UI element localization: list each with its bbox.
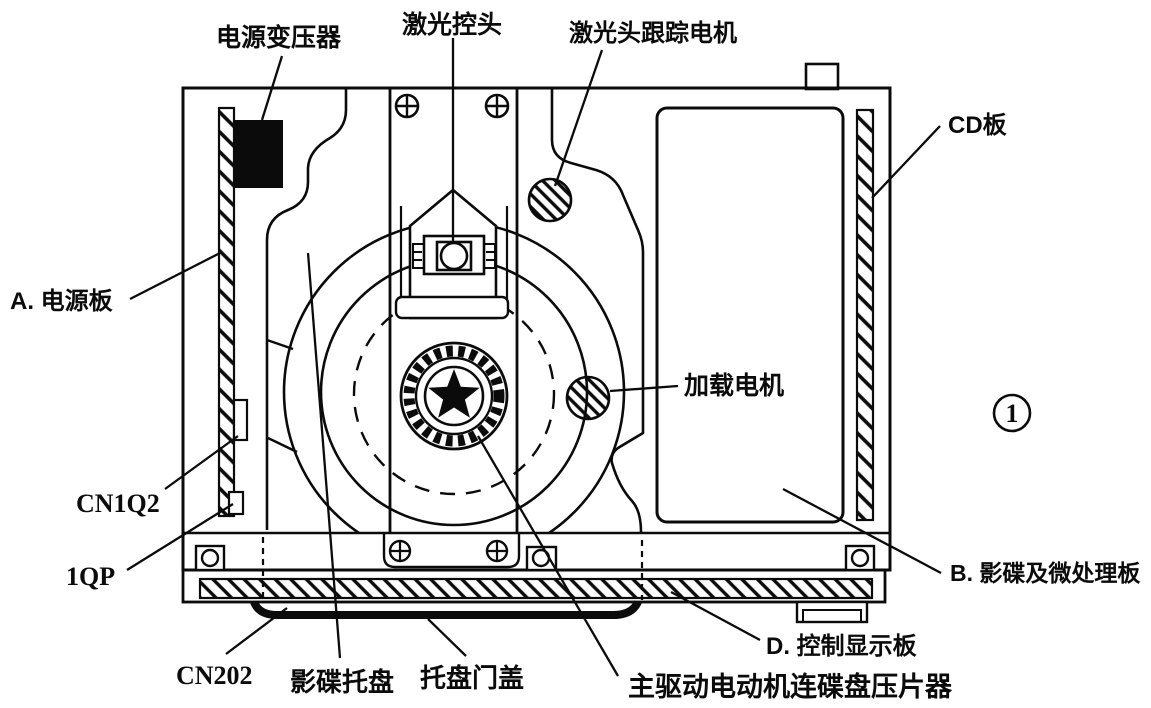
cd-board-strip — [855, 108, 875, 522]
loading-motor — [565, 375, 611, 421]
tray-door-bar — [250, 600, 642, 619]
tray-slider-bar — [198, 577, 874, 600]
leader-tracking-motor — [553, 49, 604, 187]
tracking-motor — [527, 177, 573, 223]
label-cn1q2: CN1Q2 — [76, 489, 160, 518]
foot-tab — [795, 600, 869, 624]
roller-left — [194, 544, 226, 572]
screw-top-left — [394, 93, 420, 119]
label-disc-micro-board: B. 影碟及微处理板 — [950, 560, 1141, 586]
screw-bottom-right — [485, 539, 509, 563]
disc-micro-board-outline — [655, 106, 845, 524]
laser-sled-rails — [388, 89, 519, 533]
label-cd-board: CD板 — [948, 112, 1008, 139]
power-board-strip — [217, 106, 236, 518]
label-cn202: CN202 — [176, 661, 253, 690]
leader-power-board — [129, 250, 223, 301]
figure-number-badge: 1 — [992, 393, 1032, 433]
power-transformer-block — [233, 120, 283, 188]
screw-bottom-left — [388, 539, 412, 563]
turntable-clamper — [399, 341, 509, 451]
label-laser-head: 激光控头 — [402, 10, 502, 39]
leader-loading-motor — [609, 384, 679, 393]
connector-1qp-part — [227, 490, 245, 516]
connector-cn1q2-part — [232, 398, 249, 442]
label-power-board: A. 电源板 — [10, 288, 114, 315]
leader-power-transformer — [260, 55, 284, 121]
leader-cn202 — [225, 607, 288, 655]
chassis-cutout-contours — [265, 89, 645, 533]
figure-number: 1 — [1006, 399, 1019, 428]
label-power-transformer: 电源变压器 — [216, 23, 342, 52]
leader-control-display-board — [670, 590, 761, 642]
leader-1qp — [126, 503, 234, 571]
laser-pickup-head — [394, 188, 510, 320]
label-loading-motor: 加载电机 — [683, 372, 784, 400]
leader-disc-tray — [306, 252, 342, 659]
label-control-display-board: D. 控制显示板 — [766, 632, 918, 660]
roller-right — [844, 544, 876, 572]
leader-cd-board — [871, 125, 941, 199]
label-laser-tracking-motor: 激光头跟踪电机 — [569, 19, 737, 47]
rear-tab — [804, 62, 840, 91]
star-clamper-icon — [428, 369, 480, 418]
label-tray-door: 托盘门盖 — [420, 663, 524, 693]
label-main-drive-clamper: 主驱动电动机连碟盘压片器 — [628, 671, 953, 702]
leader-tray-door — [427, 618, 467, 657]
leader-lines — [126, 38, 942, 677]
screw-top-right — [484, 93, 510, 119]
label-1qp: 1QP — [66, 562, 115, 591]
label-disc-tray: 影碟托盘 — [290, 667, 394, 697]
leader-disc-micro-board — [782, 487, 942, 575]
sled-base — [394, 295, 510, 320]
leader-cn1q2 — [164, 435, 239, 490]
roller-middle — [525, 545, 558, 572]
leader-main-drive — [477, 435, 619, 677]
